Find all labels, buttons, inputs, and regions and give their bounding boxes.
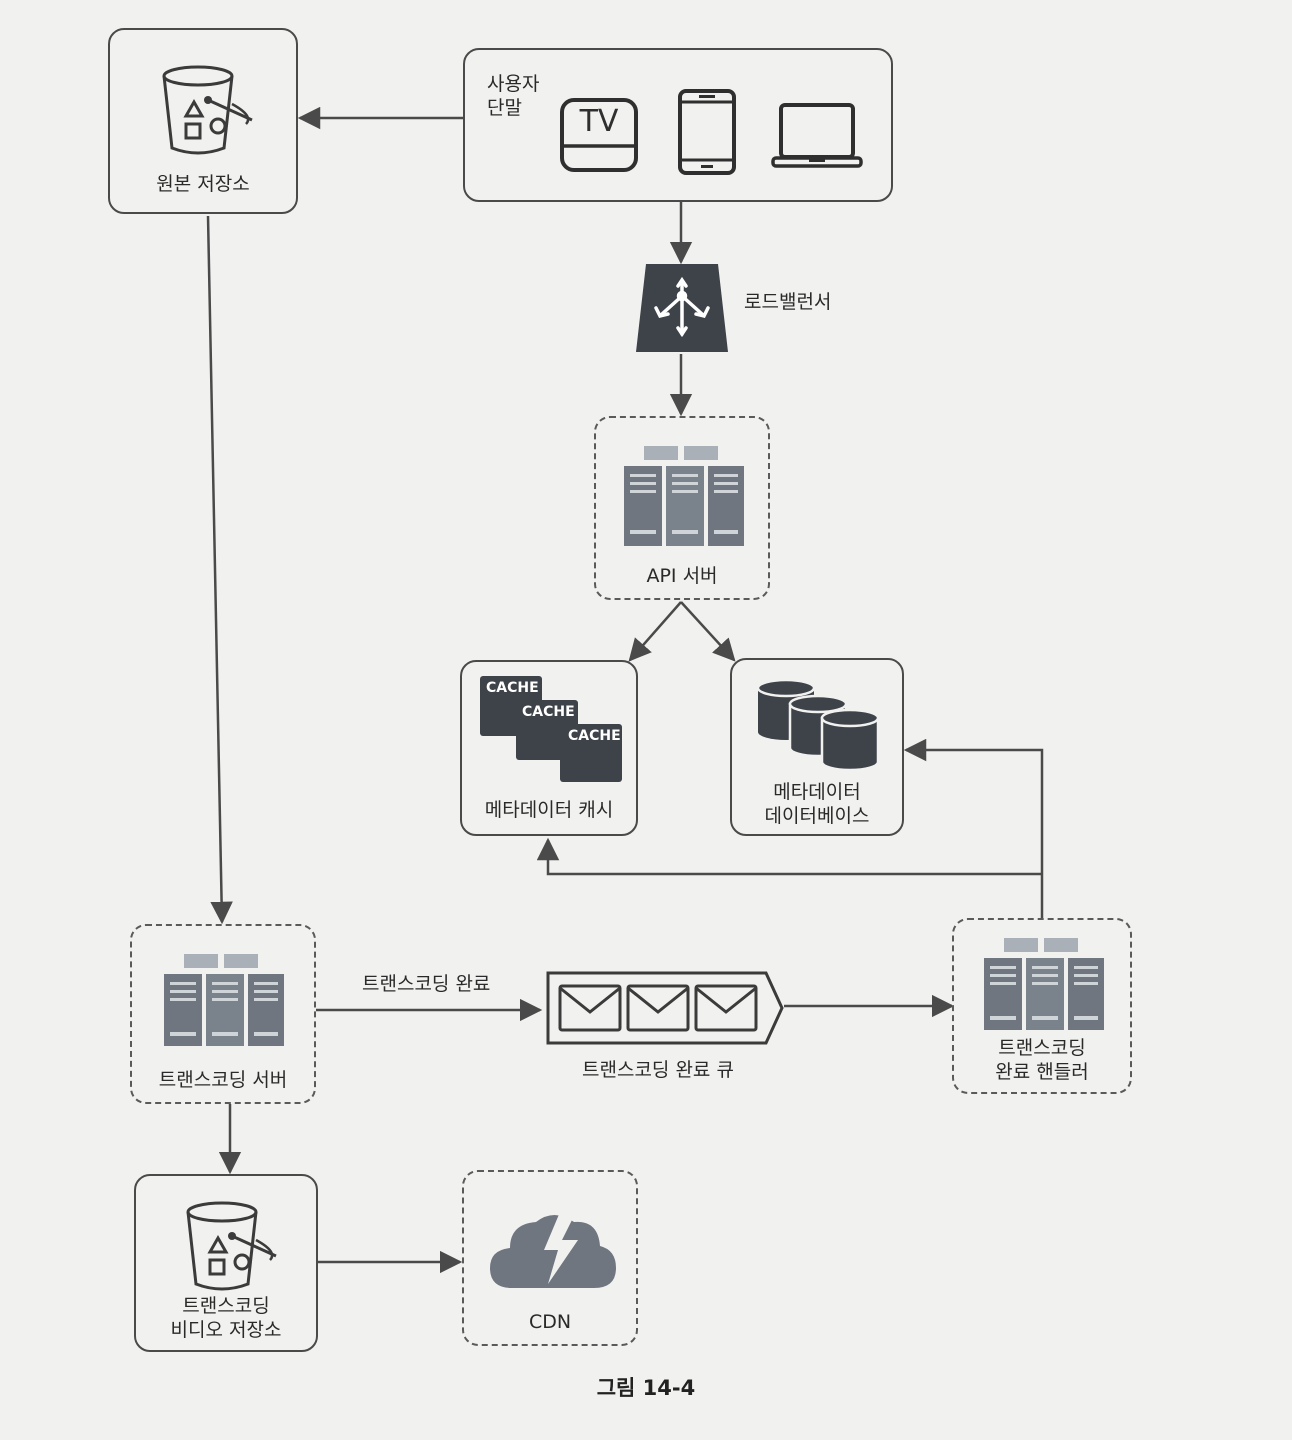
metadata-cache-label: 메타데이터 캐시 — [484, 799, 614, 821]
edge-api-to-cache — [628, 601, 682, 662]
tv-icon: TV — [559, 94, 639, 174]
server-rack-icon — [984, 938, 1104, 1030]
edge-handler-to-db — [903, 738, 1044, 918]
cdn-node: CDN — [462, 1170, 638, 1346]
cache-block — [560, 724, 622, 782]
cloud-lightning-icon — [490, 1212, 616, 1288]
load-balancer-icon — [636, 264, 728, 352]
origin-storage-node: 원본 저장소 — [108, 28, 298, 214]
edge-handler-to-cache — [536, 837, 1042, 876]
completion-queue-label: 트랜스코딩 완료 큐 — [582, 1059, 734, 1081]
transcoding-server-node: 트랜스코딩 서버 — [130, 924, 316, 1104]
cache-tag: CACHE — [568, 728, 621, 744]
transcoding-complete-edge-label: 트랜스코딩 완료 — [362, 973, 491, 995]
user-devices-label-line2: 단말 — [487, 97, 522, 119]
tv-icon-text: TV — [579, 104, 619, 139]
transcoding-server-label: 트랜스코딩 서버 — [158, 1069, 288, 1091]
cdn-label: CDN — [528, 1311, 572, 1333]
api-server-label: API 서버 — [646, 565, 718, 587]
cache-icon: CACHE CACHE CACHE — [480, 676, 624, 786]
user-devices-label-line1: 사용자 — [487, 73, 540, 95]
metadata-db-node: 메타데이터 데이터베이스 — [730, 658, 904, 836]
metadata-db-label-line2: 데이터베이스 — [764, 805, 870, 827]
smartphone-icon — [678, 89, 736, 175]
laptop-icon — [771, 103, 863, 168]
figure-caption: 그림 14-4 — [596, 1376, 696, 1400]
transcoded-storage-label-line1: 트랜스코딩 — [182, 1295, 270, 1317]
completion-handler-label-line1: 트랜스코딩 — [998, 1037, 1086, 1059]
completion-handler-label-line2: 완료 핸들러 — [995, 1061, 1089, 1083]
database-icon — [756, 678, 880, 772]
server-rack-icon — [164, 954, 284, 1046]
transcoded-storage-label-line2: 비디오 저장소 — [170, 1319, 282, 1341]
message-queue-icon — [546, 971, 784, 1045]
origin-storage-label: 원본 저장소 — [156, 173, 250, 195]
bucket-icon — [162, 65, 253, 155]
bucket-icon — [186, 1201, 277, 1291]
edge-api-to-db — [680, 601, 736, 662]
metadata-cache-node: CACHE CACHE CACHE 메타데이터 캐시 — [460, 660, 638, 836]
server-rack-icon — [624, 446, 744, 546]
transcoded-storage-node: 트랜스코딩 비디오 저장소 — [134, 1174, 318, 1352]
cache-tag: CACHE — [486, 680, 539, 696]
api-server-node: API 서버 — [594, 416, 770, 600]
cache-tag: CACHE — [522, 704, 575, 720]
metadata-db-label-line1: 메타데이터 — [773, 781, 861, 803]
completion-handler-node: 트랜스코딩 완료 핸들러 — [952, 918, 1132, 1094]
edge-origin-to-transcoder — [206, 215, 233, 925]
user-devices-node: 사용자 단말 TV — [463, 48, 893, 202]
load-balancer-label: 로드밸런서 — [744, 291, 832, 313]
